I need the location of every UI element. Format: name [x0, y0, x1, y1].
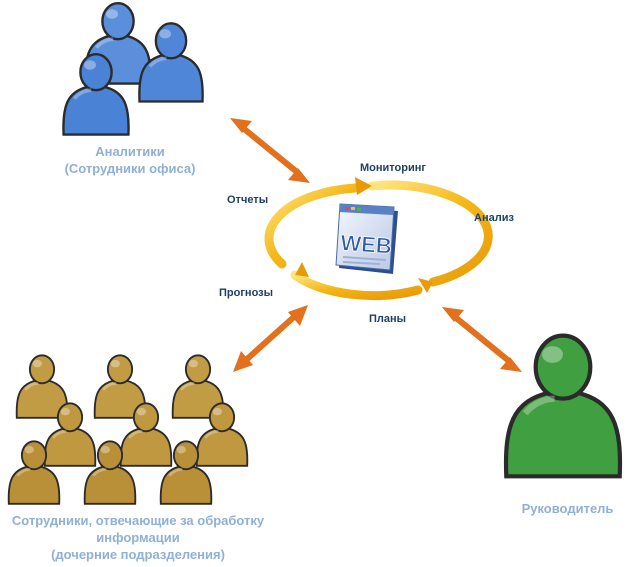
- manager-label: Руководитель: [510, 500, 625, 517]
- manager-icon: [506, 336, 620, 477]
- cycle-ring-icon: [264, 177, 493, 301]
- double-arrow-icon: [233, 305, 308, 372]
- workers-title-2: информации: [96, 530, 180, 545]
- analysts-subtitle: (Сотрудники офиса): [64, 161, 196, 176]
- cycle-label-monitoring: Мониторинг: [360, 162, 426, 174]
- double-arrow-icon: [230, 118, 310, 183]
- cycle-label-plans: Планы: [369, 313, 407, 325]
- workers-subtitle: (дочерние подразделения): [51, 547, 225, 562]
- cycle-label-reports: Отчеты: [227, 194, 269, 206]
- workers-title: Сотрудники, отвечающие за обработку: [11, 513, 265, 528]
- web-logo-text: WEB: [340, 230, 393, 259]
- workers-label: Сотрудники, отвечающие за обработку инфо…: [0, 512, 276, 563]
- double-arrow-icon: [442, 307, 522, 372]
- cycle-label-forecasts: Прогнозы: [219, 287, 274, 299]
- workers-group-icon: [7, 353, 249, 506]
- analysts-group-icon: [61, 2, 205, 137]
- web-window-icon: WEB: [335, 203, 398, 274]
- manager-title: Руководитель: [521, 501, 614, 516]
- analysts-label: Аналитики (Сотрудники офиса): [40, 143, 220, 177]
- cycle-label-analysis: Анализ: [474, 212, 514, 224]
- analysts-title: Аналитики: [95, 144, 165, 159]
